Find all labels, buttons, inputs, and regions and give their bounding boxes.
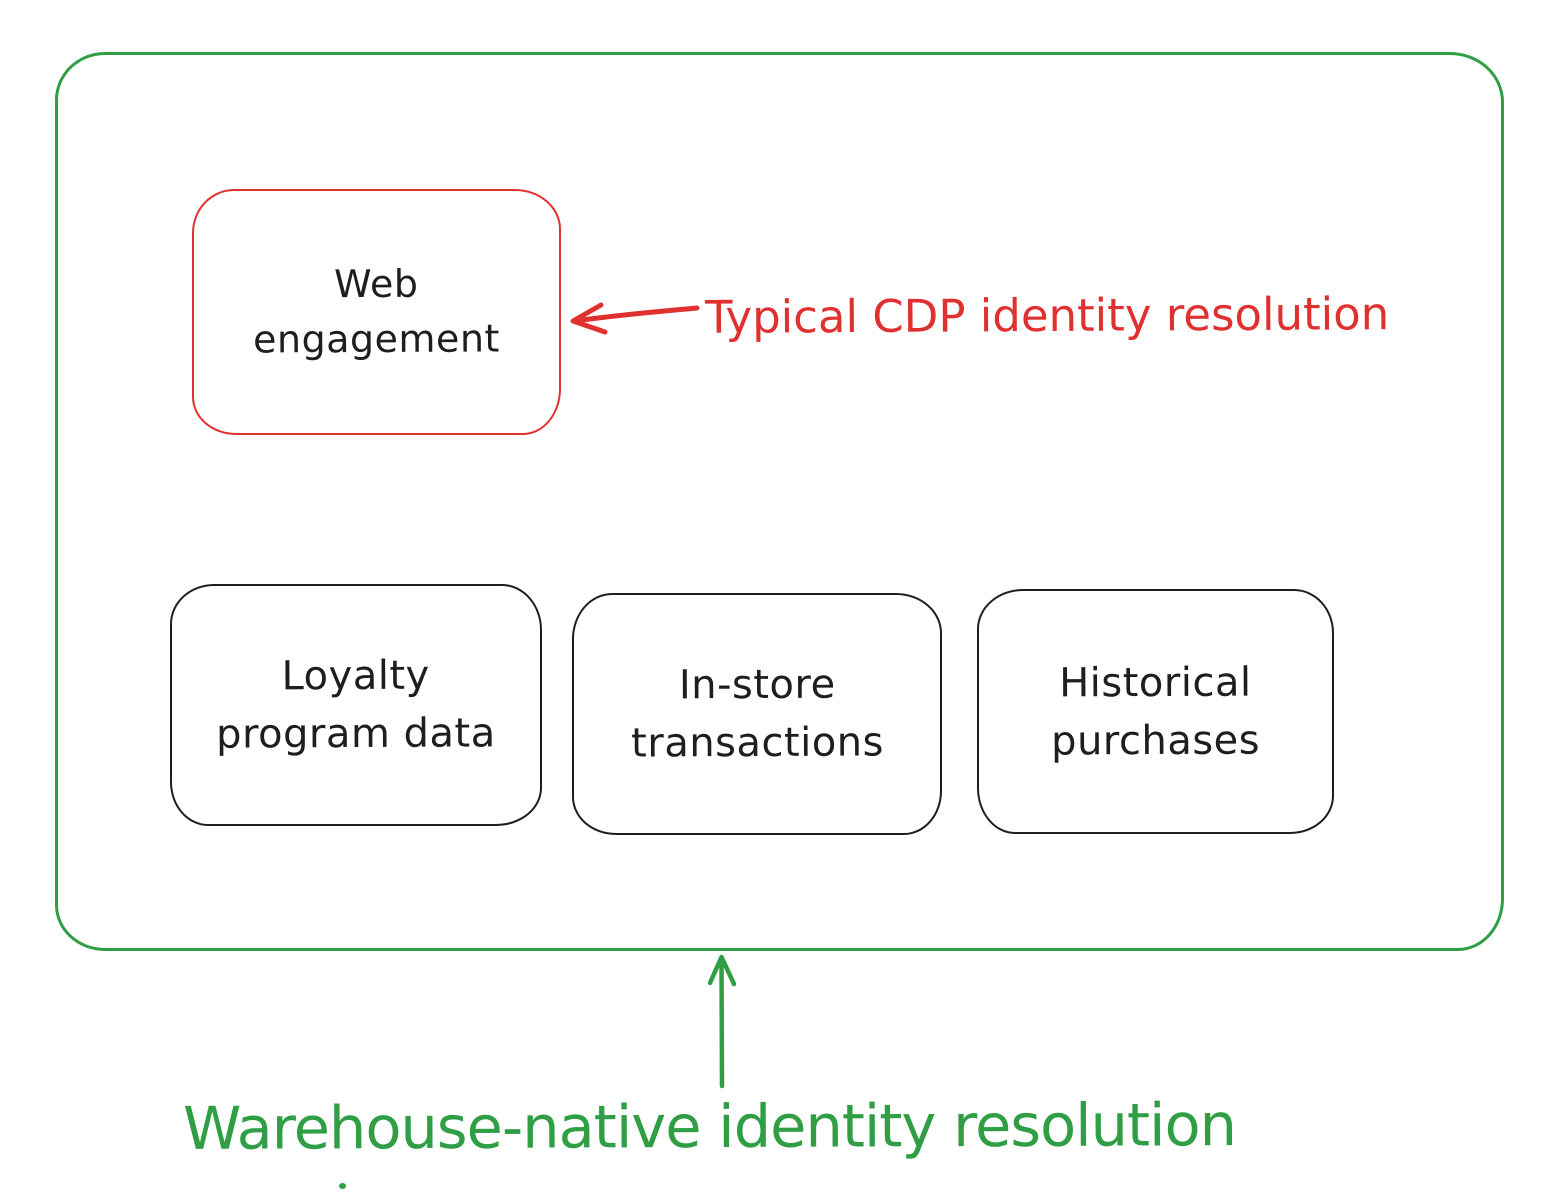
loyalty-label-line1: Loyalty [281,652,431,700]
loyalty-program-data-box: Loyalty program data [170,584,542,826]
web-engagement-box: Web engagement [192,189,561,435]
historical-label-line2: purchases [1051,717,1261,764]
historical-purchases-box: Historical purchases [977,589,1334,834]
warehouse-boundary-box [55,52,1504,951]
warehouse-annotation-label: Warehouse-native identity resolution [182,1090,1237,1163]
warehouse-arrow-up-icon [707,954,737,1089]
cdp-arrow-left-icon [570,302,700,335]
stray-pen-dot [339,1183,346,1189]
historical-label-line1: Historical [1059,659,1252,706]
in-store-transactions-box: In-store transactions [572,593,942,835]
in-store-label-line1: In-store [678,661,836,709]
web-engagement-label-line1: Web [334,261,419,307]
cdp-annotation-label: Typical CDP identity resolution [704,287,1390,344]
web-engagement-label-line2: engagement [253,316,501,362]
loyalty-label-line2: program data [216,710,497,758]
in-store-label-line2: transactions [630,719,884,767]
